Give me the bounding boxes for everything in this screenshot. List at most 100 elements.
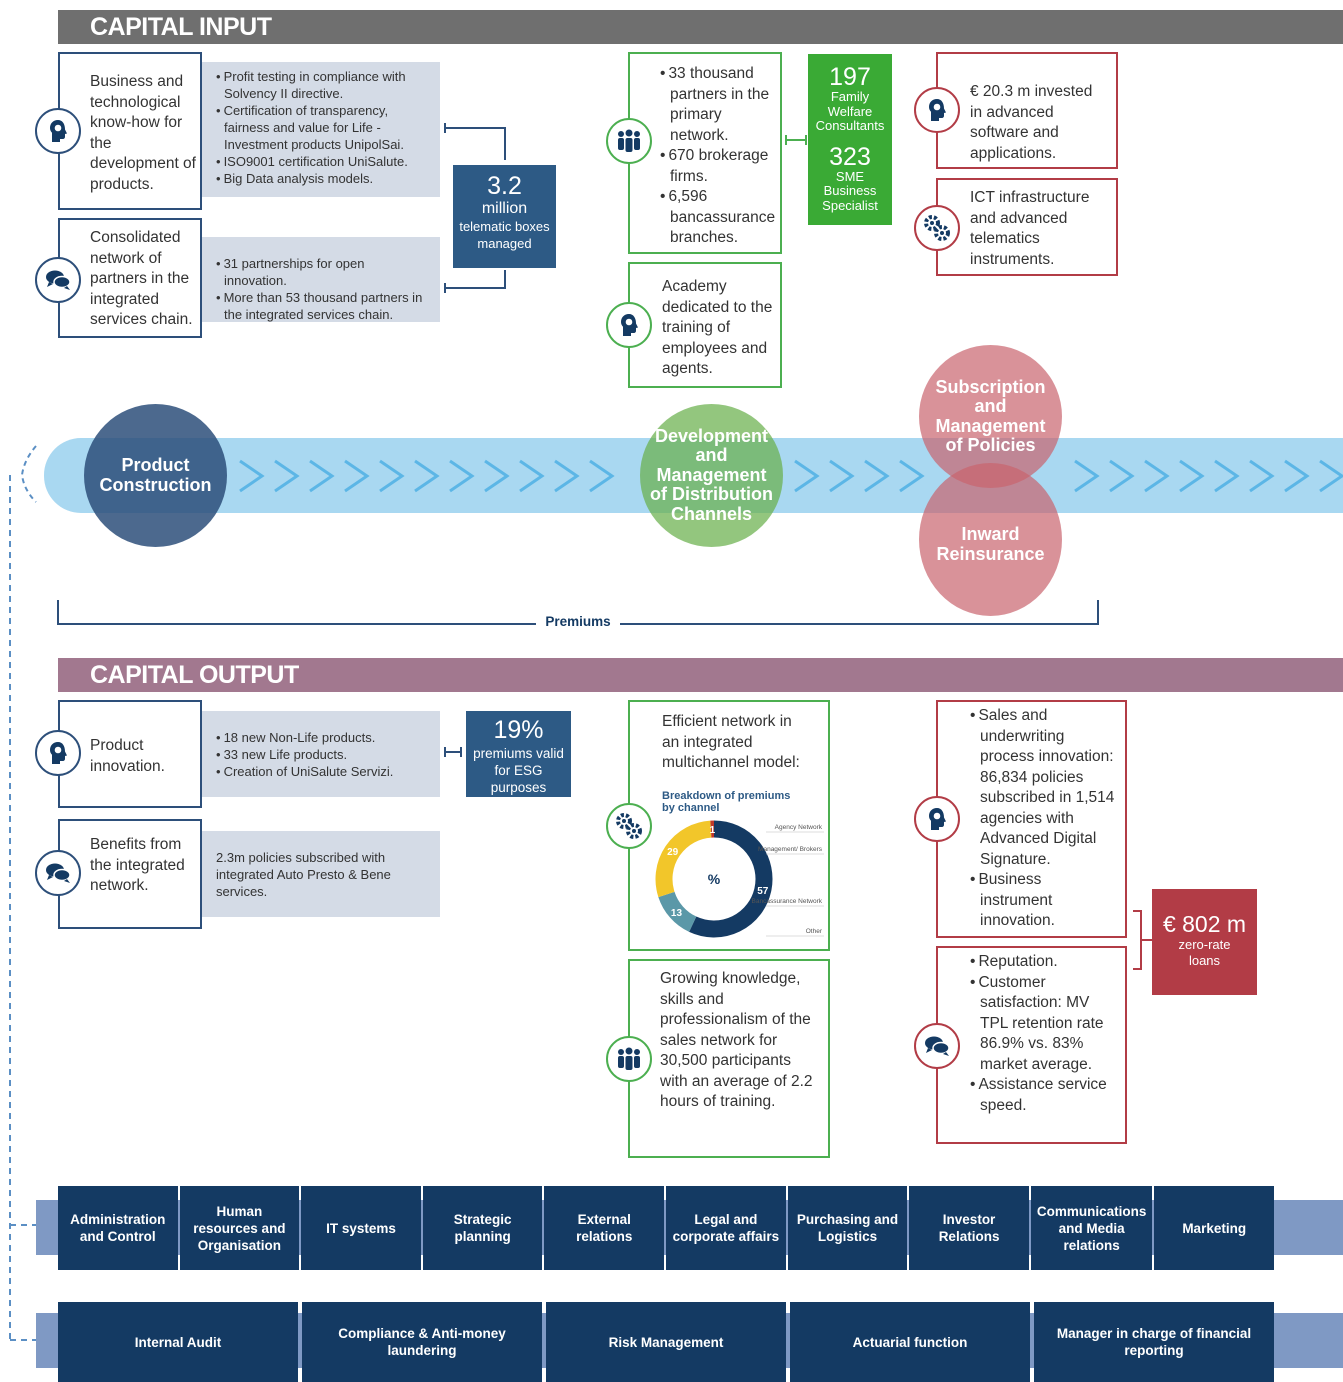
donut-slice-agency-network xyxy=(689,820,773,938)
bracket-connector xyxy=(444,123,506,293)
people-icon xyxy=(606,1036,652,1082)
circle-label: Development and Management of Distributi… xyxy=(650,425,773,524)
efficient-network-text: Efficient network in an integrated multi… xyxy=(662,713,800,771)
dept-internal-audit: Internal Audit xyxy=(58,1302,298,1382)
donut-value-label: 13 xyxy=(671,908,683,919)
green-stats-box: 197 Family Welfare Consultants 323 SME B… xyxy=(808,54,892,225)
sme-specialist-value: 323 xyxy=(829,142,871,171)
academy-box: Academy dedicated to the training of emp… xyxy=(628,262,782,388)
head-icon xyxy=(35,108,81,154)
software-box: € 20.3 m invested in advanced software a… xyxy=(936,52,1118,169)
sales-point: Business instrument innovation. xyxy=(970,870,1117,932)
dept-administration: Administration and Control xyxy=(58,1186,178,1270)
reputation-point: Customer satisfaction: MV TPL retention … xyxy=(970,973,1113,1076)
family-welfare-label: Family Welfare Consultants xyxy=(815,89,885,133)
premiums-label: Premiums xyxy=(536,614,620,629)
inward-reinsurance-circle: Inward Reinsurance xyxy=(919,463,1062,616)
distribution-channels-circle: Development and Management of Distributi… xyxy=(640,404,783,547)
capital-output-title: CAPITAL OUTPUT xyxy=(90,661,299,689)
esg-connector xyxy=(444,747,462,757)
product-innovation-label: Product innovation. xyxy=(90,737,165,775)
dept-communications: Communications and Media relations xyxy=(1030,1186,1153,1270)
ict-box: ICT infrastructure and advanced telemati… xyxy=(936,178,1118,276)
benefits-box: Benefits from the integrated network. xyxy=(58,819,202,929)
head-icon xyxy=(914,87,960,133)
telematic-value: 3.2 xyxy=(487,172,522,200)
knowhow-point: Profit testing in compliance with Solven… xyxy=(216,68,430,102)
donut-slice-bancassurance-network xyxy=(655,820,712,898)
partners-label: Consolidated network of partners in the … xyxy=(90,229,193,328)
knowhow-point: Certification of transparency, fairness … xyxy=(216,102,430,153)
dashed-connector xyxy=(9,445,37,1341)
product-innovation-point: 33 new Life products. xyxy=(216,746,430,763)
sales-point: Sales and underwriting process innovatio… xyxy=(970,706,1117,870)
academy-text: Academy dedicated to the training of emp… xyxy=(662,278,773,377)
knowhow-point: Big Data analysis models. xyxy=(216,170,430,187)
donut-legend-label: Other xyxy=(806,928,823,935)
gears-icon xyxy=(606,803,652,849)
dept-compliance: Compliance & Anti-money laundering xyxy=(302,1302,542,1382)
chat-icon xyxy=(35,850,81,896)
gears-icon xyxy=(914,205,960,251)
departments-row-1: Administration and Control Human resourc… xyxy=(58,1186,1274,1270)
chat-icon xyxy=(914,1023,960,1069)
dept-risk-management: Risk Management xyxy=(546,1302,786,1382)
people-icon xyxy=(606,118,652,164)
head-icon xyxy=(914,796,960,842)
sales-innovation-box: Sales and underwriting process innovatio… xyxy=(936,700,1127,938)
network-point: 6,596 bancassurance branches. xyxy=(660,187,775,249)
green-connector xyxy=(785,135,807,145)
esg-box: 19% premiums valid for ESG purposes xyxy=(466,711,571,797)
network-partner-point: More than 53 thousand partners in the in… xyxy=(216,289,430,323)
product-innovation-point: 18 new Non-Life products. xyxy=(216,729,430,746)
circle-label: Subscription and Management of Policies xyxy=(935,376,1046,455)
software-text: € 20.3 m invested in advanced software a… xyxy=(970,83,1093,162)
knowhow-point: ISO9001 certification UniSalute. xyxy=(216,153,430,170)
telematic-text: telematic boxes managed xyxy=(459,219,550,251)
dept-strategic-planning: Strategic planning xyxy=(422,1186,543,1270)
dept-actuarial: Actuarial function xyxy=(790,1302,1030,1382)
network-point: 670 brokerage firms. xyxy=(660,146,774,187)
product-innovation-points: 18 new Non-Life products. 33 new Life pr… xyxy=(200,711,440,797)
reputation-box: Reputation. Customer satisfaction: MV TP… xyxy=(936,946,1127,1144)
dept-purchasing: Purchasing and Logistics xyxy=(787,1186,908,1270)
circle-label: Inward Reinsurance xyxy=(936,524,1045,564)
benefits-text-box: 2.3m policies subscribed with integrated… xyxy=(200,831,440,917)
circle-label: Product Construction xyxy=(99,455,212,495)
capital-output-band: CAPITAL OUTPUT xyxy=(58,658,1343,692)
sme-specialist-label: SME Business Specialist xyxy=(822,168,878,213)
knowhow-label: Business and technological know-how for … xyxy=(90,73,196,193)
donut-value-label: 29 xyxy=(667,847,679,858)
esg-text: premiums valid for ESG purposes xyxy=(473,746,564,795)
network-partner-points: 31 partnerships for open innovation. Mor… xyxy=(200,237,440,322)
loans-box: € 802 m zero-rate loans xyxy=(1152,889,1257,995)
reputation-point: Assistance service speed. xyxy=(970,1075,1113,1116)
chat-icon xyxy=(35,257,81,303)
donut-center-label: % xyxy=(708,871,721,887)
departments-row-2: Internal Audit Compliance & Anti-money l… xyxy=(58,1302,1274,1382)
donut-slice-management-brokers xyxy=(658,891,697,932)
loans-bracket xyxy=(1133,910,1153,970)
network-point: 33 thousand partners in the primary netw… xyxy=(660,64,774,146)
dept-human-resources: Human resources and Organisation xyxy=(179,1186,300,1270)
knowhow-box: Business and technological know-how for … xyxy=(58,52,202,210)
product-innovation-point: Creation of UniSalute Servizi. xyxy=(216,763,430,780)
telematic-box: 3.2 million telematic boxes managed xyxy=(453,165,556,268)
donut-legend-label: Agency Network xyxy=(775,824,823,831)
reputation-point: Reputation. xyxy=(970,952,1113,973)
head-icon xyxy=(35,730,81,776)
dept-marketing: Marketing xyxy=(1154,1186,1274,1270)
family-welfare-value: 197 xyxy=(829,63,871,91)
chart-title: Breakdown of premiums by channel xyxy=(662,789,791,814)
network-partner-point: 31 partnerships for open innovation. xyxy=(216,255,430,289)
capital-input-band: CAPITAL INPUT xyxy=(58,10,1343,44)
dept-it-systems: IT systems xyxy=(301,1186,421,1270)
product-innovation-box: Product innovation. xyxy=(58,700,202,808)
donut-value-label: 1 xyxy=(710,825,716,836)
dept-financial-reporting: Manager in charge of financial reporting xyxy=(1034,1302,1274,1382)
dept-legal: Legal and corporate affairs xyxy=(666,1186,786,1270)
dept-investor-relations: Investor Relations xyxy=(909,1186,1029,1270)
subscription-policies-circle: Subscription and Management of Policies xyxy=(919,345,1062,488)
knowhow-points: Profit testing in compliance with Solven… xyxy=(200,62,440,197)
